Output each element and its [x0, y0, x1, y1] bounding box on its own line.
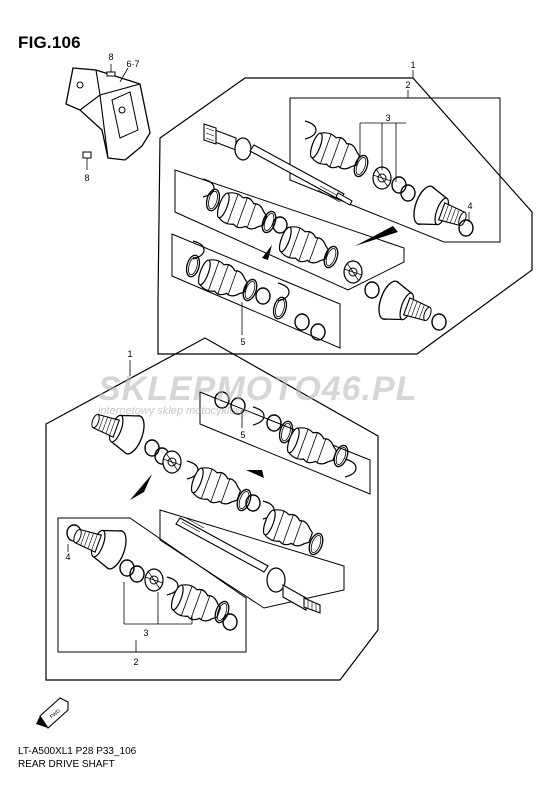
mounting-bracket: [65, 67, 151, 161]
bracket-bolt-top: [106, 64, 116, 77]
lower-subassembly-2-frame: [57, 517, 247, 653]
fwd-direction-marker: FWD: [36, 697, 69, 729]
callout-6-7: 6·7: [126, 59, 139, 69]
upper-axle-shaft: [203, 123, 353, 206]
upper-kit-3-parts: [304, 120, 474, 240]
callout-8-bottom: 8: [84, 173, 89, 183]
callout-upper-1: 1: [410, 60, 415, 70]
lower-arrow-mid: [246, 470, 264, 478]
callout-lower-4: 4: [65, 552, 70, 562]
lower-arrow-left: [130, 474, 152, 500]
diagram-caption: REAR DRIVE SHAFT: [18, 759, 115, 770]
lower-assembly-frame: [45, 337, 379, 681]
callout-upper-4: 4: [467, 201, 472, 211]
upper-boot-band: [174, 169, 405, 291]
callout-lower-3: 3: [143, 628, 148, 638]
watermark-brand: SKLEPMOTO46.PL: [98, 370, 417, 408]
figure-title: FIG.106: [18, 33, 81, 52]
callout-lower-2: 2: [133, 657, 138, 667]
lower-axle-shaft: [175, 517, 321, 614]
upper-boot-set-inner: [202, 178, 447, 335]
lower-middle-parts: [85, 400, 275, 520]
upper-kit-5-frame: [171, 233, 341, 349]
bracket-bolt-bottom: [82, 151, 92, 170]
callout-upper-3: 3: [385, 113, 390, 123]
callout-lower-1: 1: [127, 349, 132, 359]
lower-shaft-band-parts: [259, 505, 327, 558]
model-code: LT-A500XL1 P28 P33_106: [18, 746, 137, 757]
callout-8-top: 8: [108, 52, 113, 62]
callout-upper-2: 2: [405, 80, 410, 90]
upper-arrow-left: [262, 245, 272, 260]
watermark: SKLEPMOTO46.PL internetowy sklep motocyk…: [98, 370, 417, 417]
callout-lower-5: 5: [240, 430, 245, 440]
upper-assembly-frame: [157, 77, 533, 355]
callout-upper-5: 5: [240, 337, 245, 347]
watermark-tagline: internetowy sklep motocyklowy: [98, 405, 251, 417]
upper-arrow-right: [355, 226, 398, 246]
